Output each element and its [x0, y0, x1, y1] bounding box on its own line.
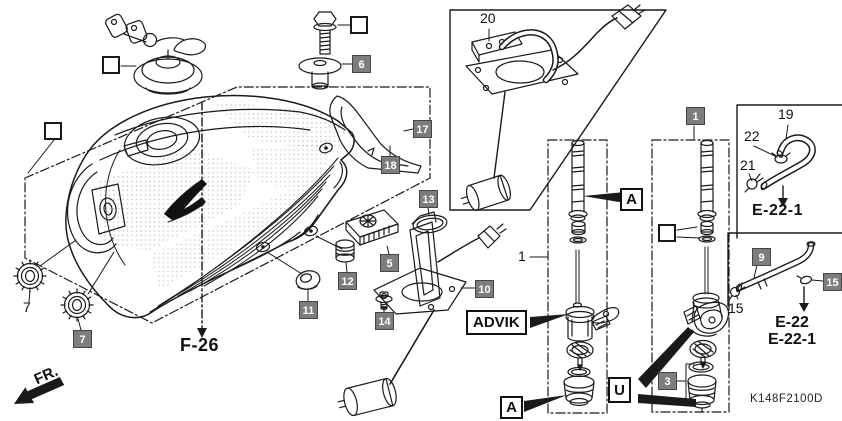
callout-13: 13	[419, 190, 438, 208]
sender-zone-boundary	[449, 9, 667, 211]
zone-ref-e22-line1: E-22	[775, 314, 809, 331]
marker-a-bottom: A	[500, 396, 523, 419]
callout-15-boxed: 15	[823, 273, 842, 291]
callout-1-boxed: 1	[686, 107, 705, 125]
empty-callout-box-tank	[44, 122, 62, 140]
callout-14: 14	[375, 312, 394, 330]
f26-section-line	[197, 101, 207, 338]
callout-18: 18	[381, 156, 400, 174]
marker-u: U	[608, 377, 631, 403]
hose-zone-boundary	[727, 104, 842, 307]
empty-callout-box-cap	[102, 56, 120, 74]
callout-20: 20	[480, 10, 496, 26]
tank-trim-drawing	[329, 95, 422, 174]
fuel-cap-and-keys-drawing	[105, 13, 207, 95]
callout-7-boxed: 7	[73, 330, 92, 348]
clamp-15-left-drawing	[728, 282, 746, 301]
grommet-7-drawings	[13, 259, 94, 322]
tank-zone-boundary	[24, 86, 431, 324]
grommet-11-drawing	[295, 270, 321, 290]
callout-17: 17	[413, 120, 432, 138]
fuel-valve-right-drawing	[683, 139, 730, 413]
callout-22: 22	[744, 128, 760, 144]
fuel-pipe-9-drawing	[728, 241, 816, 301]
cushion-pad-5-drawing	[345, 209, 399, 246]
leader-lines	[27, 24, 824, 405]
fuel-tank-drawing	[65, 94, 355, 338]
callout-5: 5	[380, 254, 399, 272]
clip-22-drawing	[771, 152, 791, 164]
callout-1-plain: 1	[518, 248, 526, 264]
callout-3: 3	[658, 372, 677, 390]
diagram-code: K148F2100D	[750, 393, 823, 405]
callout-19: 19	[778, 106, 794, 122]
callout-10: 10	[475, 280, 494, 298]
callout-21: 21	[740, 157, 756, 173]
callout-12: 12	[338, 272, 357, 290]
fuel-sender-20-drawing	[460, 4, 646, 212]
fuel-valve-left-drawing	[563, 139, 620, 407]
callout-6: 6	[352, 55, 371, 73]
fr-direction-arrow	[14, 377, 65, 404]
fuel-sender-10-drawing	[337, 211, 507, 417]
zone-arrow-lines	[782, 185, 805, 304]
marker-a-top: A	[620, 188, 643, 211]
grommet-12-drawing	[335, 239, 355, 263]
clip-15-right-drawing	[796, 275, 812, 285]
zone-ref-e22-line2: E-22-1	[767, 331, 817, 348]
bolt-and-washer-drawing	[298, 11, 342, 90]
callout-7-plain: 7	[23, 299, 31, 315]
empty-callout-box-bolt	[350, 16, 368, 34]
zone-ref-e221: E-22-1	[752, 202, 804, 219]
callout-15-plain: 15	[728, 300, 744, 316]
zone-ref-e22-block: E-22 E-22-1	[752, 314, 832, 348]
section-ref-f26: F-26	[180, 335, 220, 355]
detail-arrows	[524, 192, 809, 412]
callout-9: 9	[752, 248, 771, 266]
advik-label: ADVIK	[466, 310, 527, 335]
oring-13-drawing	[412, 214, 448, 234]
callout-11: 11	[299, 301, 318, 319]
clamp-21-drawing	[744, 173, 764, 193]
fuel-hose-19-drawing	[744, 134, 816, 193]
empty-callout-box-valve	[658, 224, 676, 242]
